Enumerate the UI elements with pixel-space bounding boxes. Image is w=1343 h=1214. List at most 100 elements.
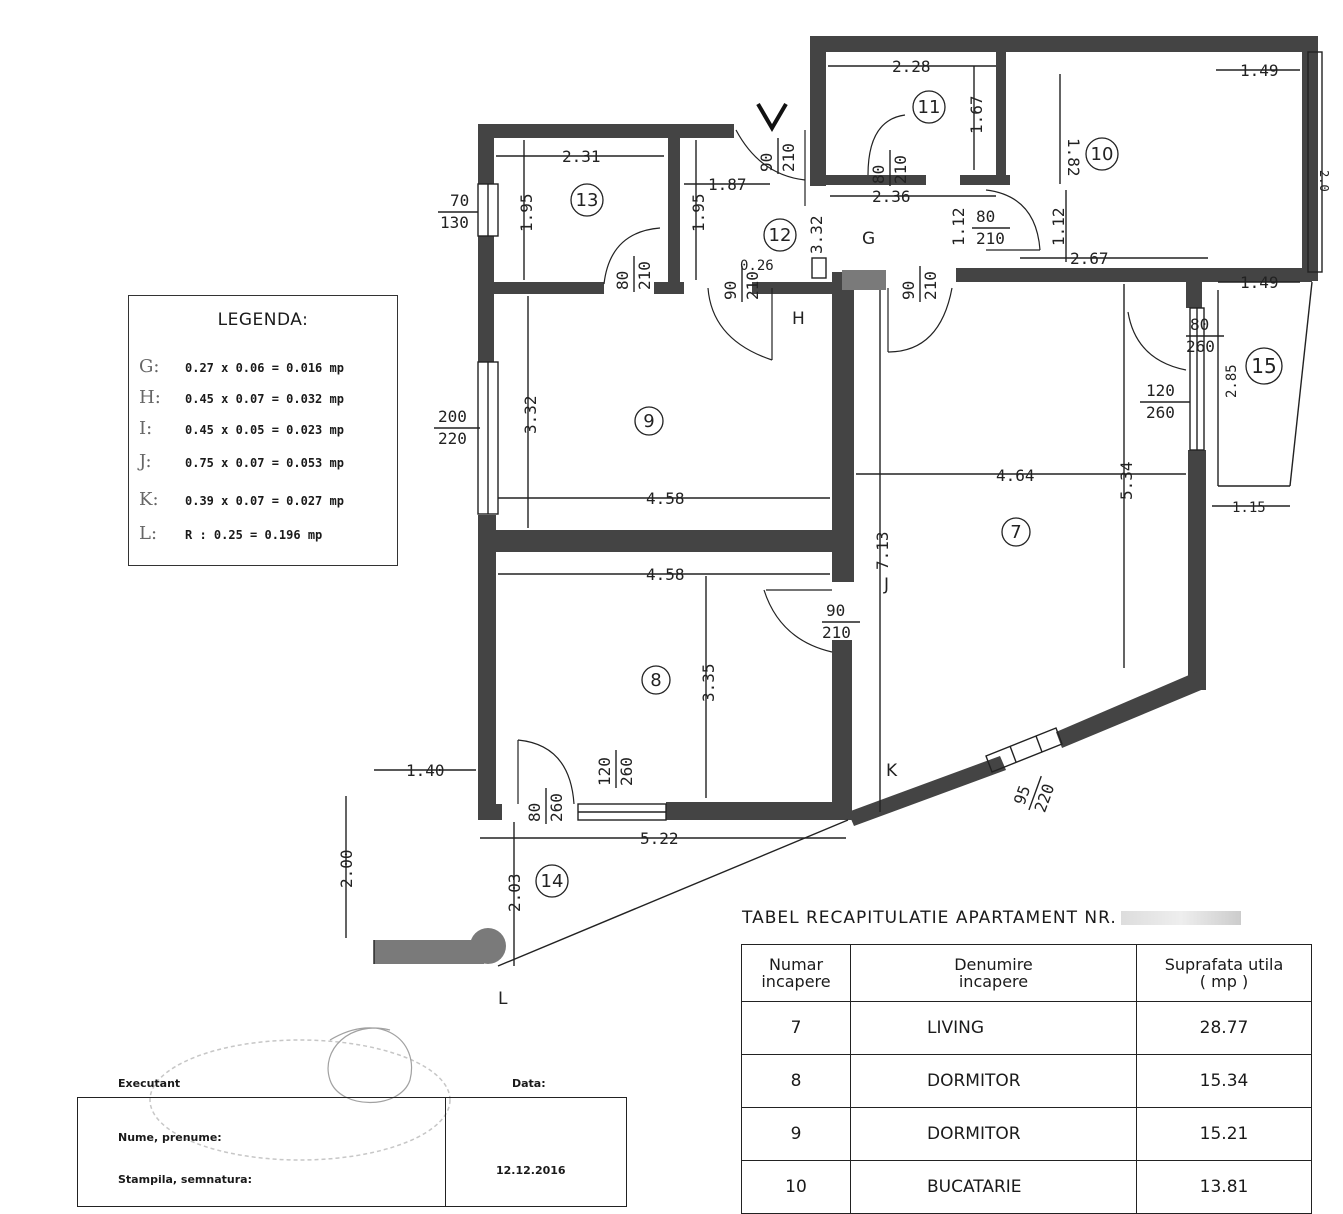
legend-row: G:0.27 x 0.06 = 0.016 mp (139, 356, 344, 377)
table-row: 10 BUCATARIE 13.81 (741, 1160, 1312, 1214)
stamp-field-label: Stampila, semnatura: (118, 1173, 252, 1186)
room-number-11: 11 (918, 97, 941, 118)
dimension-lines (345, 65, 1313, 967)
room-number-9: 9 (643, 411, 654, 432)
dim-label: 2.00 (337, 849, 356, 888)
windows (477, 51, 1323, 821)
dim-label: 7.13 (873, 531, 892, 570)
dim-label: 4.58 (646, 565, 685, 584)
opening-width: 120 (595, 757, 614, 786)
opening-height: 210 (921, 271, 940, 300)
door-swings (517, 114, 1187, 805)
dim-label: 2.03 (505, 873, 524, 912)
dim-label: 1.82 (1064, 138, 1083, 177)
dim-label: 2.31 (562, 147, 601, 166)
dim-label: 1.95 (689, 193, 708, 232)
legend-row: I:0.45 x 0.05 = 0.023 mp (139, 418, 344, 439)
dim-label: 1.87 (708, 175, 747, 194)
dim-label: 2.0 (1317, 170, 1331, 192)
dim-label: 1.40 (406, 761, 445, 780)
marker-k: K (886, 761, 898, 781)
opening-width: 90 (826, 601, 845, 620)
opening-height: 260 (1146, 403, 1175, 422)
dim-label: 2.28 (892, 57, 931, 76)
opening-width: 80 (869, 165, 888, 184)
opening-width: 200 (438, 407, 467, 426)
dim-label: 4.58 (646, 489, 685, 508)
opening-height: 210 (976, 229, 1005, 248)
redacted-number (1120, 911, 1241, 925)
executant-heading: Executant (118, 1077, 181, 1090)
room-numbers: 7 8 9 10 11 12 13 14 15 (535, 90, 1283, 898)
dim-label: 2.85 (1224, 364, 1240, 398)
dim-label: 1.15 (1232, 500, 1266, 516)
opening-height: 210 (635, 261, 654, 290)
opening-width: 120 (1146, 381, 1175, 400)
opening-width: 80 (613, 271, 632, 290)
opening-height: 130 (440, 213, 469, 232)
name-field-label: Nume, prenume: (118, 1131, 222, 1144)
room-number-12: 12 (769, 225, 792, 246)
opening-height: 260 (617, 757, 636, 786)
dim-label: 1.49 (1240, 273, 1279, 292)
room-number-14: 14 (541, 871, 564, 892)
dim-label: 2.36 (872, 187, 911, 206)
dim-label: 3.32 (807, 215, 826, 254)
room-number-15: 15 (1251, 354, 1276, 378)
opening-width: 80 (976, 207, 995, 226)
marker-j: J (883, 575, 889, 595)
marker-l: L (498, 989, 508, 1009)
opening-height: 260 (547, 793, 566, 822)
dim-label: 0.26 (740, 258, 774, 274)
opening-height: 260 (1186, 337, 1215, 356)
opening-height: 210 (822, 623, 851, 642)
opening-width: 90 (757, 153, 776, 172)
dim-label: 1.67 (967, 95, 986, 134)
legend-row: J:0.75 x 0.07 = 0.053 mp (139, 451, 344, 472)
opening-width: 70 (450, 191, 469, 210)
legend-title: LEGENDA: (217, 310, 309, 330)
dim-label: 3.35 (699, 663, 718, 702)
box-divider (445, 1098, 446, 1206)
marker-h: H (792, 309, 805, 329)
legend: LEGENDA: G:0.27 x 0.06 = 0.016 mp H:0.45… (128, 295, 398, 566)
legend-row: L:R : 0.25 = 0.196 mp (139, 523, 323, 544)
opening-height: 220 (1031, 781, 1059, 815)
point-markers: G H J K L (498, 102, 898, 1009)
date-heading: Data: (512, 1077, 546, 1090)
table-row: 7 LIVING 28.77 (741, 1001, 1312, 1055)
room-number-8: 8 (650, 670, 661, 691)
opening-labels: 90 210 80 210 80 210 70 130 80 210 90 21… (434, 138, 1224, 824)
dim-label: 1.12 (949, 207, 968, 246)
dim-label: 4.64 (996, 466, 1035, 485)
opening-height: 210 (779, 143, 798, 172)
opening-width: 80 (525, 803, 544, 822)
dim-label: 5.34 (1117, 461, 1136, 500)
opening-width: 90 (899, 281, 918, 300)
room-number-7: 7 (1010, 522, 1021, 543)
table-row: 9 DORMITOR 15.21 (741, 1107, 1312, 1161)
dimension-labels: 2.28 1.49 1.67 1.82 2.31 1.87 1.95 1.95 … (337, 57, 1331, 912)
opening-width: 80 (1190, 315, 1209, 334)
room-number-10: 10 (1091, 144, 1114, 165)
entrance-arrow-icon (756, 102, 788, 132)
marker-g: G (862, 229, 875, 249)
legend-row: K:0.39 x 0.07 = 0.027 mp (139, 489, 344, 510)
summary-title: TABEL RECAPITULATIE APARTAMENT NR. (742, 908, 1241, 928)
opening-width: 90 (721, 281, 740, 300)
opening-height: 220 (438, 429, 467, 448)
dim-label: 5.22 (640, 829, 679, 848)
opening-height: 210 (743, 271, 762, 300)
date-value: 12.12.2016 (496, 1164, 566, 1177)
legend-row: H:0.45 x 0.07 = 0.032 mp (139, 387, 344, 408)
dim-label: 1.95 (517, 193, 536, 232)
dim-label: 3.32 (521, 395, 540, 434)
header-suprafata: Suprafata utila( mp ) (1136, 944, 1312, 1002)
dim-label: 2.67 (1070, 249, 1109, 268)
opening-height: 210 (891, 155, 910, 184)
